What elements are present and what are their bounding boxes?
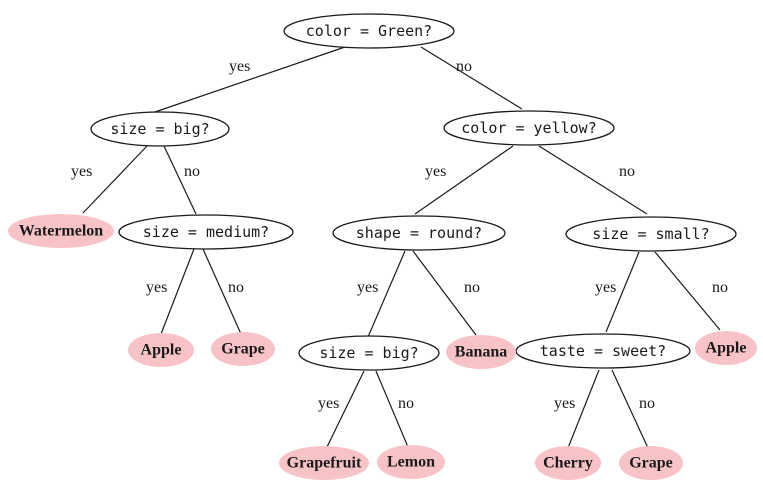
edge-size-big-2-yes xyxy=(326,370,365,448)
question-text: size = big? xyxy=(110,120,209,138)
leaf-node-fill xyxy=(446,335,516,369)
edge-label-no: no xyxy=(464,279,480,296)
leaf-label: Watermelon xyxy=(19,223,104,240)
question-node-outline xyxy=(565,216,737,252)
edge-label-yes: yes xyxy=(146,279,167,296)
leaf-node-fill xyxy=(211,332,275,366)
edge-taste-sweet-no xyxy=(611,369,649,449)
question-text: size = big? xyxy=(319,344,418,362)
leaf-label: Cherry xyxy=(543,455,593,472)
question-node-outline xyxy=(332,215,506,251)
leaf-label: Banana xyxy=(455,344,507,361)
leaf-node-fill xyxy=(8,214,114,248)
edge-shape-round-yes xyxy=(367,250,406,338)
edge-label-no: no xyxy=(619,163,635,180)
edge-label-yes: yes xyxy=(357,279,378,296)
edge-label-no: no xyxy=(184,163,200,180)
question-node-color-yellow: color = yellow? xyxy=(443,110,615,146)
leaf-node-fill xyxy=(619,446,683,480)
question-node-size-medium: size = medium? xyxy=(118,214,294,250)
edge-label-yes: yes xyxy=(425,163,446,180)
question-node-size-small: size = small? xyxy=(565,216,737,252)
edge-label-no: no xyxy=(712,279,728,296)
edge-size-big-2-no xyxy=(375,370,409,448)
leaf-node-grapefruit: Grapefruit xyxy=(279,446,369,480)
question-node-outline xyxy=(443,110,615,146)
edge-size-medium-no xyxy=(202,248,242,335)
edge-label-no: no xyxy=(639,395,655,412)
edge-label-yes: yes xyxy=(71,163,92,180)
leaf-nodes: Watermelon Apple Grape Banana Apple Grap… xyxy=(8,214,757,480)
question-node-size-big-2: size = big? xyxy=(298,335,440,371)
question-text: taste = sweet? xyxy=(540,342,666,360)
leaf-node-lemon: Lemon xyxy=(377,445,445,479)
question-node-outline xyxy=(283,13,455,49)
edge-root-yes xyxy=(151,46,346,114)
question-text: color = yellow? xyxy=(461,119,596,137)
question-node-outline xyxy=(118,214,294,250)
question-node-taste-sweet: taste = sweet? xyxy=(515,333,691,369)
leaf-label: Lemon xyxy=(387,454,435,471)
leaf-node-cherry: Cherry xyxy=(535,446,601,480)
edge-color-yellow-no xyxy=(538,145,648,215)
question-node-outline xyxy=(90,111,230,147)
leaf-node-fill xyxy=(535,446,601,480)
edge-label-yes: yes xyxy=(554,395,575,412)
leaf-node-grape: Grape xyxy=(619,446,683,480)
question-text: size = small? xyxy=(592,225,709,243)
edge-label-no: no xyxy=(398,395,414,412)
edge-label-yes: yes xyxy=(229,58,250,75)
leaf-label: Apple xyxy=(141,342,182,359)
question-text: color = Green? xyxy=(306,22,432,40)
leaf-label: Apple xyxy=(706,340,747,357)
question-node-outline xyxy=(298,335,440,371)
question-node-shape-round: shape = round? xyxy=(332,215,506,251)
edge-taste-sweet-yes xyxy=(567,369,600,449)
leaf-node-fill xyxy=(279,446,369,480)
leaf-label: Grape xyxy=(629,455,673,472)
question-text: shape = round? xyxy=(356,224,482,242)
edge-label-yes: yes xyxy=(595,279,616,296)
edge-size-medium-yes xyxy=(160,248,195,335)
edges xyxy=(82,46,721,449)
leaf-node-watermelon: Watermelon xyxy=(8,214,114,248)
leaf-node-apple: Apple xyxy=(695,331,757,365)
question-node-outline xyxy=(515,333,691,369)
leaf-label: Grapefruit xyxy=(287,455,362,472)
leaf-node-grape: Grape xyxy=(211,332,275,366)
edge-root-no xyxy=(420,46,523,110)
leaf-node-apple: Apple xyxy=(128,333,194,367)
edge-size-small-yes xyxy=(605,251,640,333)
leaf-node-fill xyxy=(695,331,757,365)
edge-size-big-yes xyxy=(82,145,148,214)
leaf-node-banana: Banana xyxy=(446,335,516,369)
edge-label-no: no xyxy=(228,279,244,296)
leaf-label: Grape xyxy=(221,341,265,358)
edge-shape-round-no xyxy=(412,250,477,336)
edge-label-no: no xyxy=(456,58,472,75)
edge-size-big-no xyxy=(163,145,197,215)
leaf-node-fill xyxy=(128,333,194,367)
edge-label-yes: yes xyxy=(318,395,339,412)
edge-size-small-no xyxy=(654,251,721,331)
edge-color-yellow-yes xyxy=(414,145,514,215)
edge-labels: yes no yes no yes no yes no yes no yes n… xyxy=(71,58,728,412)
question-node-root: color = Green? xyxy=(283,13,455,49)
question-node-size-big: size = big? xyxy=(90,111,230,147)
leaf-node-fill xyxy=(377,445,445,479)
question-text: size = medium? xyxy=(143,223,269,241)
question-nodes: color = Green? size = big? color = yello… xyxy=(90,13,737,371)
